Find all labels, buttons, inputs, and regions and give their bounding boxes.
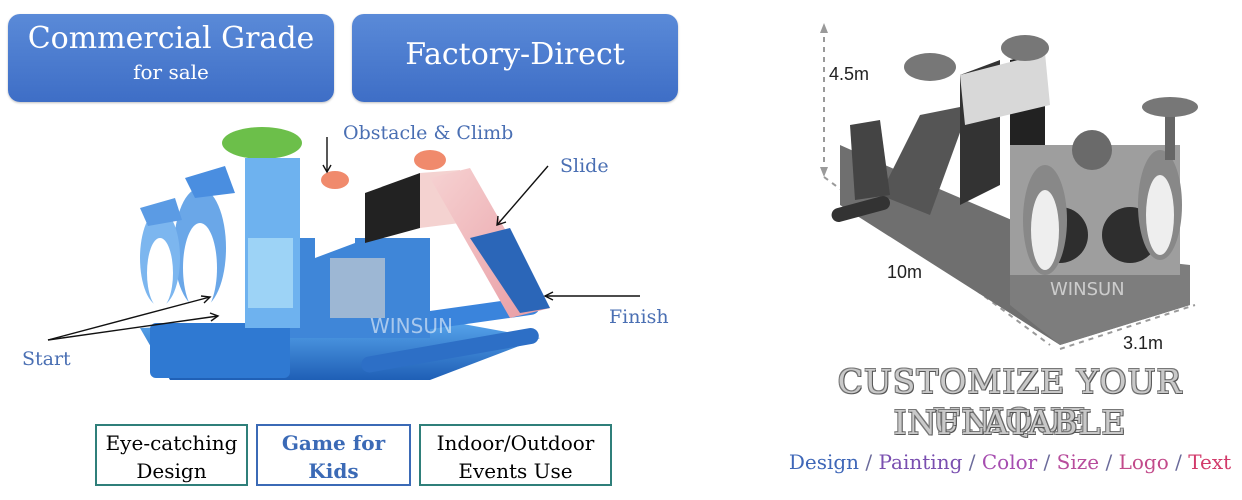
- commercial-grade-badge: Commercial Grade for sale: [8, 14, 334, 102]
- feature-game-for-kids-line1: Game for: [281, 431, 386, 455]
- customize-options: Design / Painting / Color / Size / Logo …: [760, 450, 1242, 474]
- feature-indoor-outdoor: Indoor/Outdoor Events Use: [419, 424, 612, 486]
- feature-eye-catching: Eye-catching Design: [95, 424, 248, 486]
- factory-direct-title: Factory-Direct: [405, 37, 625, 72]
- option-painting: Painting: [878, 450, 963, 474]
- option-separator: /: [1099, 450, 1119, 474]
- watermark-text-left: WINSUN: [370, 314, 453, 338]
- feature-indoor-outdoor-line1: Indoor/Outdoor: [436, 431, 595, 455]
- height-dimension: 4.5m: [829, 64, 870, 84]
- annotation-arrows: [47, 137, 640, 341]
- for-sale-subtitle: for sale: [133, 60, 209, 84]
- feature-game-for-kids-line2: Kids: [308, 459, 359, 483]
- finish-label: Finish: [609, 306, 669, 328]
- factory-direct-badge: Factory-Direct: [352, 14, 678, 102]
- inflatable-3d-render: WINSUN: [820, 23, 1198, 350]
- length-dimension: 10m: [887, 262, 923, 282]
- option-separator: /: [962, 450, 982, 474]
- option-separator: /: [859, 450, 879, 474]
- slide-label: Slide: [560, 155, 609, 177]
- option-separator: /: [1037, 450, 1057, 474]
- start-label: Start: [22, 348, 71, 370]
- option-logo: Logo: [1118, 450, 1169, 474]
- feature-eye-catching-line2: Design: [136, 459, 207, 483]
- option-size: Size: [1056, 450, 1100, 474]
- feature-eye-catching-line1: Eye-catching: [105, 431, 238, 455]
- watermark-text-right: WINSUN: [1050, 279, 1125, 300]
- feature-indoor-outdoor-line2: Events Use: [458, 459, 573, 483]
- inflatable-obstacle-course-photo: WINSUN: [140, 127, 550, 380]
- option-separator: /: [1168, 450, 1189, 474]
- customize-heading-line2: INFLATABLE: [893, 403, 1127, 442]
- feature-game-for-kids: Game for Kids: [256, 424, 411, 486]
- option-color: Color: [981, 450, 1038, 474]
- customize-heading-line1: CUSTOMIZE YOUR UNIQUE: [837, 362, 1183, 440]
- option-design: Design: [788, 450, 860, 474]
- width-dimension: 3.1m: [1123, 333, 1164, 353]
- obstacle-climb-label: Obstacle & Climb: [343, 122, 514, 144]
- option-text: Text: [1188, 450, 1232, 474]
- commercial-grade-title: Commercial Grade: [27, 21, 315, 56]
